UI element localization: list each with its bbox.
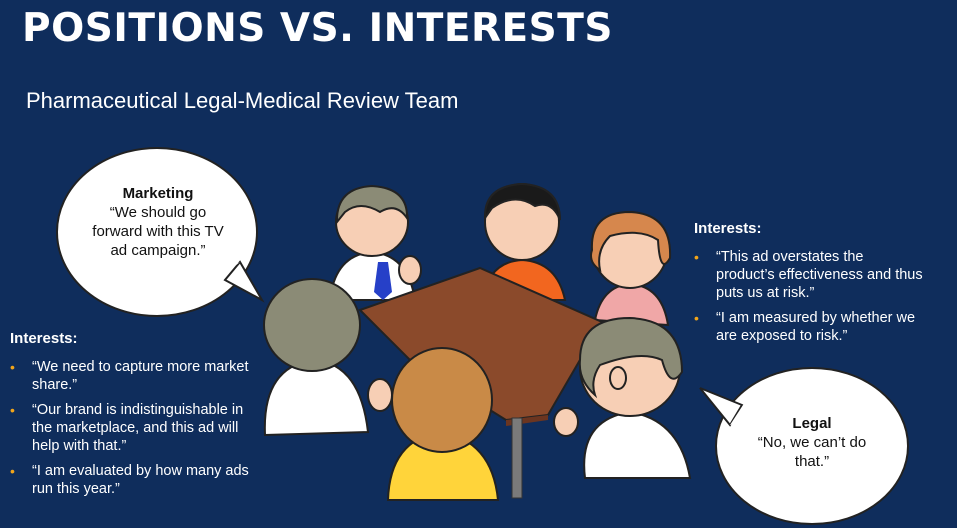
slide-title: POSITIONS VS. INTERESTS — [22, 6, 613, 51]
legal-bubble-text: Legal “No, we can’t do that.” — [750, 414, 874, 471]
marketing-interests: Interests: “We need to capture more mark… — [10, 330, 255, 505]
legal-position: “No, we can’t do that.” — [757, 434, 867, 470]
marketing-position: “We should go forward with this TV ad ca… — [92, 204, 224, 259]
person-back-left — [328, 184, 422, 301]
legal-interests-list: “This ad overstates the product’s effect… — [694, 248, 924, 345]
marketing-bubble-text: Marketing “We should go forward with thi… — [88, 184, 228, 260]
legal-interests-heading: Interests: — [694, 220, 762, 237]
person-back-right — [590, 210, 672, 327]
legal-speech-bubble — [699, 367, 909, 525]
list-item: “We need to capture more market share.” — [10, 358, 255, 394]
list-item: “I am measured by whether we are exposed… — [694, 309, 924, 345]
person-front-right — [553, 316, 692, 479]
person-back-middle — [481, 182, 567, 301]
marketing-interests-heading: Interests: — [10, 330, 78, 347]
list-item: “I am evaluated by how many ads run this… — [10, 462, 255, 498]
marketing-speaker-label: Marketing — [122, 185, 194, 202]
legal-interests: Interests: “This ad overstates the produ… — [694, 220, 924, 352]
person-front-middle — [386, 347, 500, 501]
slide-subtitle: Pharmaceutical Legal-Medical Review Team — [26, 88, 459, 113]
person-front-left — [263, 278, 393, 437]
marketing-speech-bubble — [56, 147, 265, 317]
marketing-interests-list: “We need to capture more market share.” … — [10, 358, 255, 498]
list-item: “This ad overstates the product’s effect… — [694, 248, 924, 302]
legal-speaker-label: Legal — [792, 415, 832, 432]
list-item: “Our brand is indistinguishable in the m… — [10, 401, 255, 455]
